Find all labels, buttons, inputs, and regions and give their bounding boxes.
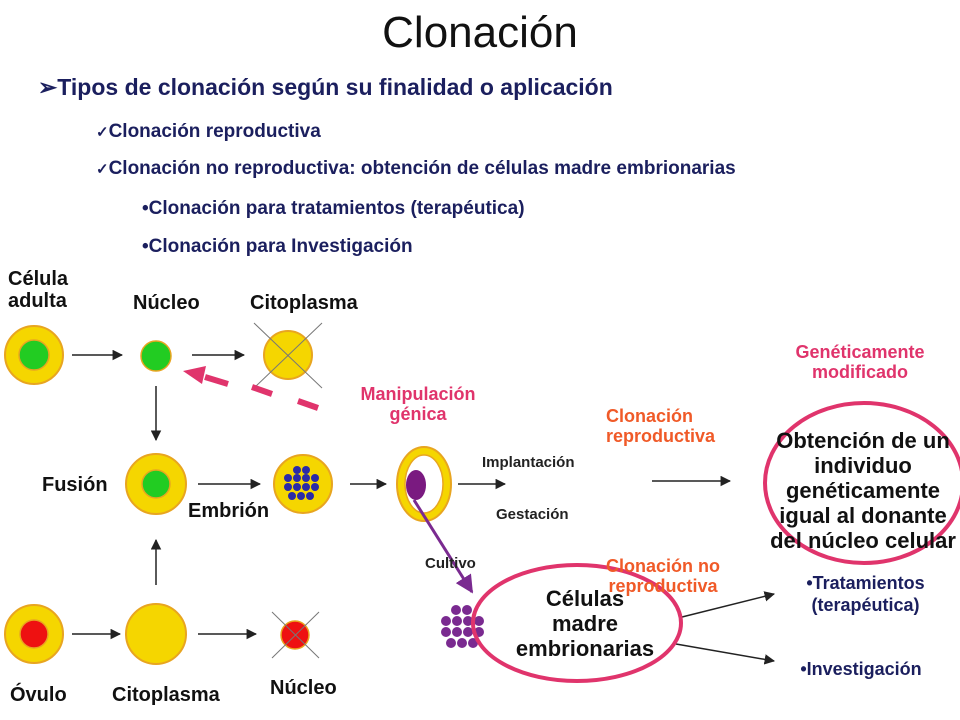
discarded-cytoplasm-top xyxy=(253,322,323,389)
fusion-cell xyxy=(125,453,187,515)
highlight-ellipse xyxy=(471,563,683,683)
list-item-text: Clonación reproductiva xyxy=(108,121,321,142)
bullet-dot-icon: • xyxy=(142,198,149,219)
highlight-ellipse xyxy=(763,401,960,565)
enucleated-cytoplasm xyxy=(125,603,187,665)
label-manipulacion: Manipulación génica xyxy=(360,384,476,424)
label-citoplasma-bottom: Citoplasma xyxy=(112,684,220,706)
sub-list-item: •Clonación para tratamientos (terapéutic… xyxy=(142,198,525,220)
label-investigacion: •Investigación xyxy=(800,659,922,679)
label-tratamientos: •Tratamientos (terapéutica) xyxy=(806,573,925,615)
arrow-bullet-icon: ➢ xyxy=(38,74,58,100)
section-heading: ➢Tipos de clonación según su finalidad o… xyxy=(38,74,613,101)
check-icon: ✓ xyxy=(96,124,109,141)
list-item-text: Clonación no reproductiva: obtención de … xyxy=(108,158,736,179)
label-clonacion-reproductiva: Clonación reproductiva xyxy=(606,406,716,446)
label-citoplasma-top: Citoplasma xyxy=(250,292,358,314)
label-nucleo-bottom: Núcleo xyxy=(270,677,337,699)
label-gestacion: Gestación xyxy=(496,506,569,523)
section-heading-text: Tipos de clonación según su finalidad o … xyxy=(57,74,613,100)
ovum xyxy=(4,604,64,664)
sub-list-item-text: Clonación para tratamientos (terapéutica… xyxy=(148,198,525,219)
sub-list-item: •Clonación para Investigación xyxy=(142,236,413,258)
label-clonacion-no-reproductiva: Clonación no reproductiva xyxy=(606,556,720,596)
embryo xyxy=(273,454,333,514)
label-celulas-madre: Células madre embrionarias xyxy=(515,586,655,661)
manipulation-arrow xyxy=(183,366,319,411)
label-ovulo: Óvulo xyxy=(10,684,67,706)
label-obtencion: Obtención de un individuo genéticamente … xyxy=(770,428,956,553)
label-celula-adulta: Célula adulta xyxy=(8,268,69,312)
page-title: Clonación xyxy=(382,8,578,57)
nucleus-green xyxy=(140,340,172,372)
sub-list-item-text: Clonación para Investigación xyxy=(148,236,413,257)
list-item: ✓Clonación reproductiva xyxy=(96,121,321,143)
label-cultivo: Cultivo xyxy=(425,555,476,572)
list-item: ✓Clonación no reproductiva: obtención de… xyxy=(96,158,736,180)
label-implantacion: Implantación xyxy=(482,454,575,471)
adult-cell xyxy=(4,325,64,385)
arrow xyxy=(681,591,776,618)
label-fusion: Fusión xyxy=(42,474,108,496)
label-geneticamente-modificado: Genéticamente modificado xyxy=(795,342,925,382)
label-nucleo-top: Núcleo xyxy=(133,292,200,314)
arrow xyxy=(675,643,776,665)
cultivo-arrow xyxy=(412,499,474,594)
discarded-nucleus-red xyxy=(271,611,320,659)
label-embrion: Embrión xyxy=(188,500,270,522)
blastocyst xyxy=(396,446,452,522)
bullet-dot-icon: • xyxy=(142,236,149,257)
check-icon: ✓ xyxy=(96,161,109,178)
